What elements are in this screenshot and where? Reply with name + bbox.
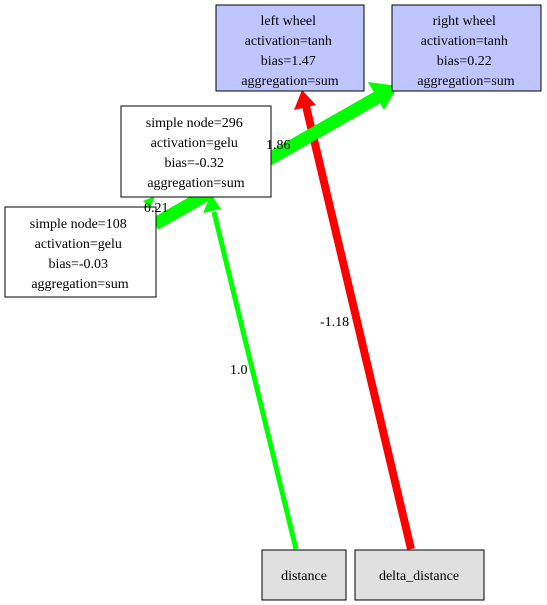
arrowhead	[294, 90, 316, 110]
node-bias: bias=1.47	[261, 54, 316, 69]
node-aggregation: aggregation=sum	[241, 74, 338, 89]
node-right-wheel: right wheel activation=tanh bias=0.22 ag…	[391, 4, 542, 92]
node-title: distance	[281, 569, 327, 584]
node-box	[261, 549, 347, 601]
node-box	[354, 549, 485, 601]
node-activation: activation=tanh	[421, 34, 508, 49]
node-simple-108: simple node=108 activation=gelu bias=-0.…	[4, 206, 157, 298]
node-bias: bias=-0.32	[164, 156, 224, 171]
node-aggregation: aggregation=sum	[147, 176, 244, 191]
node-box	[391, 4, 542, 92]
node-simple-296: simple node=296 activation=gelu bias=-0.…	[120, 105, 272, 198]
node-left-wheel: left wheel activation=tanh bias=1.47 agg…	[215, 4, 365, 92]
node-distance: distance	[261, 549, 347, 601]
node-delta-distance: delta_distance	[354, 549, 485, 601]
node-bias: bias=-0.03	[48, 257, 108, 272]
edge-weight-label: 1.86	[266, 138, 291, 153]
node-activation: activation=gelu	[151, 136, 238, 151]
node-bias: bias=0.22	[437, 54, 492, 69]
node-label: right wheel activation=tanh bias=0.22 ag…	[417, 14, 514, 89]
node-box	[120, 105, 272, 198]
node-activation: activation=gelu	[35, 237, 122, 252]
edge-line	[302, 105, 415, 550]
node-title: delta_distance	[379, 569, 459, 584]
node-label: simple node=296 activation=gelu bias=-0.…	[146, 116, 246, 191]
node-title: left wheel	[260, 14, 316, 29]
node-title: right wheel	[433, 14, 496, 29]
node-title: simple node=108	[30, 217, 127, 232]
edge-distance-to-simple-296	[203, 194, 299, 550]
edge-weight-label: -1.18	[320, 315, 349, 330]
edge-delta-distance-to-left-wheel	[294, 90, 415, 550]
arrowhead	[143, 196, 155, 208]
arrowhead	[203, 194, 221, 213]
arrowhead	[368, 82, 398, 110]
node-activation: activation=tanh	[245, 34, 332, 49]
edge-weight-label: 0.21	[144, 201, 169, 216]
node-aggregation: aggregation=sum	[31, 277, 128, 292]
node-aggregation: aggregation=sum	[417, 74, 514, 89]
node-box	[4, 206, 157, 298]
node-label: left wheel activation=tanh bias=1.47 agg…	[241, 14, 338, 89]
edge-weight-label: 1.0	[230, 363, 248, 378]
node-title: simple node=296	[146, 116, 243, 131]
node-box	[215, 4, 365, 92]
edge-line	[211, 211, 299, 550]
node-label: simple node=108 activation=gelu bias=-0.…	[30, 217, 130, 292]
